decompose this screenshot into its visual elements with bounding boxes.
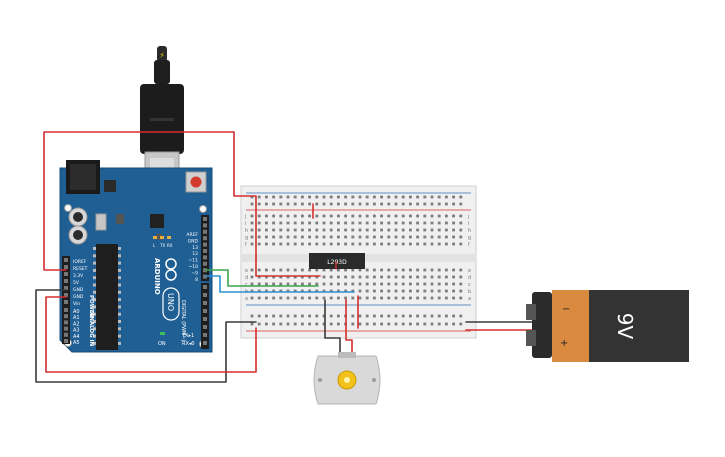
right-header-label: 8	[195, 277, 198, 283]
analog-in-label: ANALOG IN	[88, 312, 94, 347]
left-header-label: 5V	[73, 280, 80, 286]
row-letter: a	[245, 296, 248, 302]
row-letter: d	[245, 275, 248, 281]
on-label: ON	[158, 341, 166, 347]
arduino-brand-label: ARDUINO	[153, 258, 161, 295]
row-letter: c	[468, 282, 471, 288]
row-letter: i	[245, 221, 246, 227]
battery-minus-label: −	[562, 304, 570, 315]
left-header-label: GND	[73, 287, 84, 293]
rx-label: RX◂0	[182, 341, 195, 347]
row-letter: f	[468, 242, 470, 248]
right-header-label: ~9	[191, 270, 198, 276]
arduino-logo-icon	[165, 258, 177, 281]
left-header-label: Vin	[73, 301, 80, 307]
svg-text:⚡: ⚡	[159, 51, 165, 60]
row-letter: a	[468, 296, 471, 302]
left-header-label: GND	[73, 294, 84, 300]
analog-pin-label: A5	[73, 340, 80, 346]
power-label: POWER	[88, 295, 94, 319]
battery-plus-label: +	[560, 338, 568, 349]
wire-motor-red[interactable]	[345, 299, 353, 357]
left-header-label: IOREF	[73, 259, 87, 265]
wire-5v-red[interactable]	[43, 131, 321, 277]
reset-button[interactable]	[185, 171, 207, 193]
row-letter: e	[468, 268, 471, 274]
led-label: RX	[167, 243, 173, 248]
left-header-label: 3.3V	[73, 273, 84, 279]
dc-motor[interactable]	[313, 352, 381, 405]
wire-vin-red[interactable]	[45, 296, 257, 373]
right-header-label: ~11	[189, 258, 199, 264]
row-letter: i	[468, 221, 469, 227]
uno-label: UNO	[166, 293, 175, 311]
led-label: TX	[159, 243, 165, 248]
row-letter: g	[245, 235, 248, 241]
row-letter: f	[245, 242, 247, 248]
l293d-chip[interactable]: L293D	[309, 253, 365, 269]
right-header-label: ~10	[189, 264, 199, 270]
row-letter: c	[245, 282, 248, 288]
battery-voltage-label: 9V	[613, 313, 637, 340]
on-led: ON	[158, 332, 166, 347]
row-letter: h	[468, 228, 471, 234]
wire-pin10-green[interactable]	[205, 269, 319, 287]
wires	[35, 131, 541, 383]
right-header-label: GND	[188, 238, 199, 244]
chip-label: L293D	[327, 259, 347, 266]
led-label: L	[153, 243, 156, 248]
motor-gear-icon	[337, 370, 357, 390]
row-letter: g	[468, 235, 471, 241]
digital-label: DIGITAL (PWM~)	[180, 300, 186, 342]
right-header-label: AREF	[186, 232, 198, 238]
row-letter: j	[467, 214, 469, 220]
wire-gnd-black[interactable]	[35, 289, 257, 383]
right-header-label: 13	[192, 245, 198, 251]
left-header-label: RESET	[73, 266, 88, 272]
analog-pin-label: A2	[73, 321, 80, 327]
analog-pin-label: A0	[73, 309, 80, 315]
tx-label: TX▸1	[181, 333, 194, 339]
row-letter: b	[468, 289, 471, 295]
wire-pin9-blue[interactable]	[205, 275, 355, 293]
analog-pin-label: A4	[73, 334, 80, 340]
analog-pin-label: A3	[73, 328, 80, 334]
row-letter: d	[468, 275, 471, 281]
analog-pin-label: A1	[73, 315, 80, 321]
uno-logo: UNO	[162, 287, 180, 321]
right-header-label: 12	[192, 251, 198, 257]
row-letter: j	[244, 214, 246, 220]
wire-motor-black[interactable]	[324, 299, 341, 357]
battery-9v[interactable]: − + 9V	[526, 290, 689, 362]
row-letter: e	[245, 268, 248, 274]
row-letter: h	[245, 228, 248, 234]
